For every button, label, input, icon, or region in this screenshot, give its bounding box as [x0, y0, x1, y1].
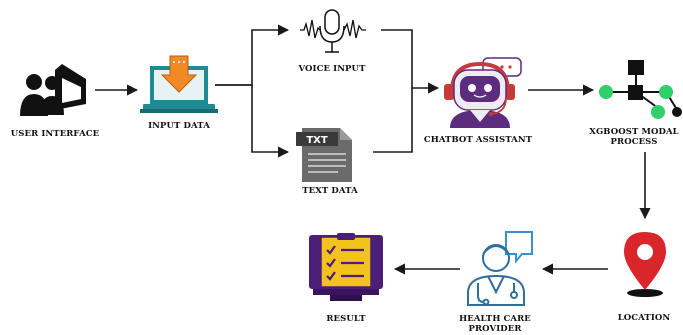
label-text-data: TEXT DATA: [302, 186, 358, 196]
txt-file-icon: TXT: [296, 128, 352, 182]
connector-text-to-chatbot: [373, 88, 413, 153]
connectors: [95, 24, 651, 275]
location-pin-icon: [624, 232, 666, 297]
microphone-icon: [300, 9, 366, 53]
laptop-download-icon: [140, 55, 218, 113]
arrow-input-to-text: [215, 84, 290, 158]
label-location: LOCATION: [617, 313, 671, 323]
label-xgboost-line1: XGBOOST MODAL: [589, 127, 679, 137]
arrow-input-to-voice: [215, 24, 290, 86]
label-input-data: INPUT DATA: [148, 121, 210, 131]
label-provider-line1: HEALTH CARE: [459, 314, 531, 324]
connector-voice-to-chatbot: [381, 29, 440, 94]
label-provider-line2: PROVIDER: [468, 324, 522, 334]
network-nodes-icon: [599, 60, 682, 119]
label-result: RESULT: [326, 314, 366, 324]
label-xgboost-line2: PROCESS: [610, 137, 658, 147]
label-user-interface: USER INTERFACE: [10, 129, 100, 139]
chatbot-robot-icon: [444, 57, 522, 128]
label-chatbot-assistant: CHATBOT ASSISTANT: [423, 135, 533, 145]
checklist-monitor-icon: [309, 233, 383, 301]
doctor-chat-icon: [467, 231, 533, 306]
user-interface-icon: [20, 64, 86, 116]
txt-file-label: TXT: [306, 135, 328, 146]
label-xgboost-modal-process: XGBOOST MODAL PROCESS: [585, 127, 683, 147]
label-voice-input: VOICE INPUT: [298, 64, 366, 74]
label-health-care-provider: HEALTH CARE PROVIDER: [440, 314, 550, 334]
